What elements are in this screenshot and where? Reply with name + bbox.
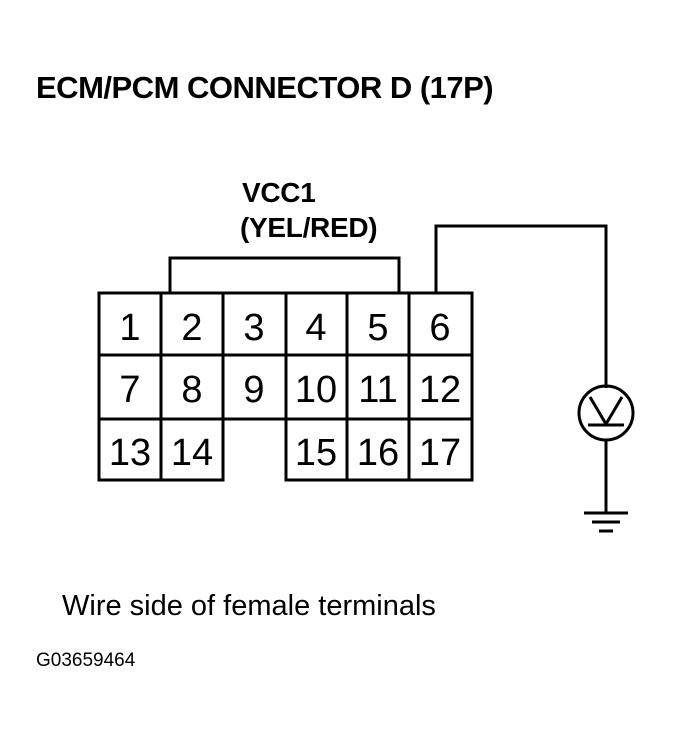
voltmeter-icon <box>577 384 635 442</box>
terminal-11: 11 <box>358 369 397 411</box>
terminal-17: 17 <box>419 432 461 474</box>
terminal-4: 4 <box>305 307 326 349</box>
terminal-6: 6 <box>429 307 450 349</box>
terminal-14: 14 <box>171 432 213 474</box>
wire-color-label: (YEL/RED) <box>240 212 378 243</box>
terminal-12: 12 <box>419 369 461 411</box>
connector-lock-tab <box>168 256 401 293</box>
terminal-2: 2 <box>181 307 202 349</box>
terminal-13: 13 <box>109 432 151 474</box>
ground-icon <box>584 511 628 533</box>
terminal-8: 8 <box>181 369 202 411</box>
terminal-9: 9 <box>243 369 264 411</box>
terminal-15: 15 <box>295 432 337 474</box>
figure-id: G03659464 <box>36 650 136 671</box>
diagram-caption: Wire side of female terminals <box>62 590 436 622</box>
terminal-16: 16 <box>357 432 399 474</box>
terminal-5: 5 <box>367 307 388 349</box>
diagram-title: ECM/PCM CONNECTOR D (17P) <box>36 70 494 105</box>
terminal-10: 10 <box>295 369 337 411</box>
terminal-3: 3 <box>243 307 264 349</box>
wire-name-label: VCC1 <box>242 177 316 208</box>
terminal-1: 1 <box>119 307 140 349</box>
probe-wire <box>434 224 608 388</box>
terminal-7: 7 <box>119 369 140 411</box>
